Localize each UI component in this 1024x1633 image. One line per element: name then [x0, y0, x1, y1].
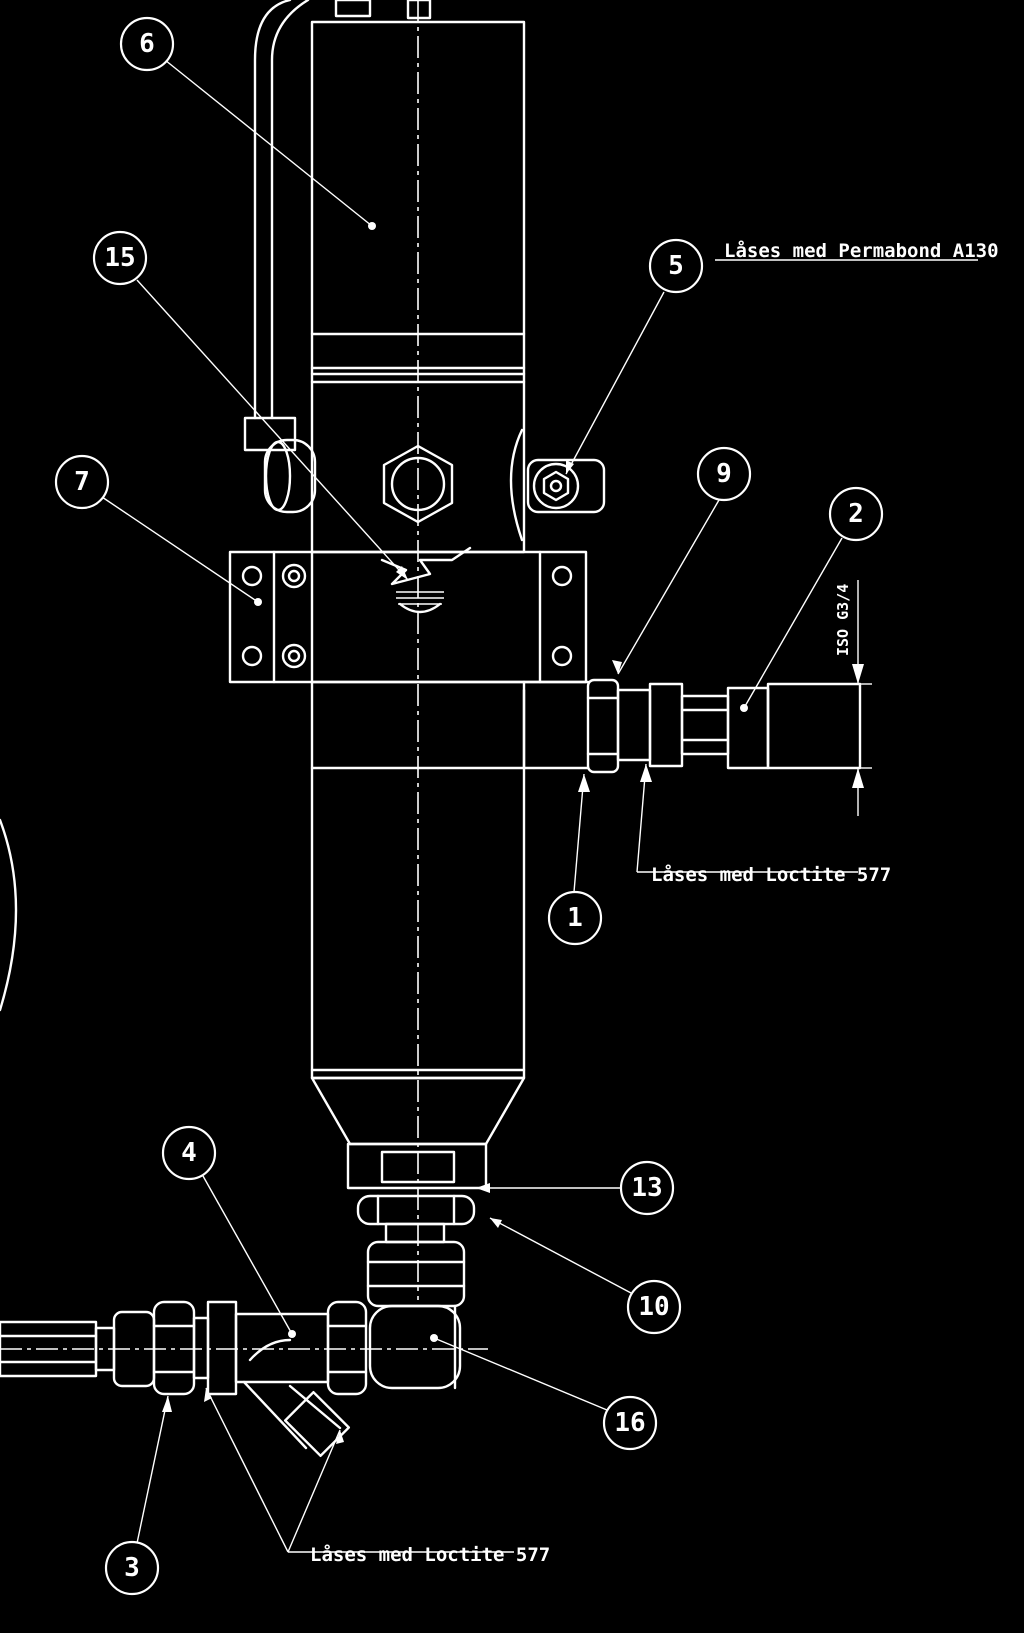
balloon-3: 3: [104, 1540, 160, 1596]
note-permabond: Låses med Permabond A130: [724, 238, 999, 262]
balloon-9: 9: [696, 446, 752, 502]
balloon-15: 15: [92, 230, 148, 286]
balloon-2: 2: [828, 486, 884, 542]
balloon-16: 16: [602, 1395, 658, 1451]
balloon-7: 7: [54, 454, 110, 510]
balloon-5-label: 5: [668, 251, 684, 281]
balloon-13-label: 13: [631, 1173, 662, 1203]
leader-lines: [101, 59, 978, 1553]
balloon-10: 10: [626, 1279, 682, 1335]
hex-plug: [382, 444, 454, 524]
dimension-thread: ISO G3/4: [834, 580, 872, 816]
bottom-fittings: [356, 1194, 476, 1390]
balloon-2-label: 2: [848, 499, 864, 529]
balloon-9-label: 9: [716, 459, 732, 489]
balloon-15-label: 15: [104, 243, 135, 273]
strainer-assembly: [0, 1300, 368, 1458]
balloon-4: 4: [161, 1125, 217, 1181]
balloon-10-label: 10: [638, 1292, 669, 1322]
lower-body: [310, 680, 590, 1190]
bracket: [228, 546, 588, 684]
note-loctite-bottom: Låses med Loctite 577: [310, 1542, 550, 1566]
gauge-knob: [263, 438, 317, 514]
balloon-1: 1: [547, 890, 603, 946]
balloon-3-label: 3: [124, 1553, 140, 1583]
balloon-7-label: 7: [74, 467, 90, 497]
leader-terminators: [162, 222, 748, 1444]
arc-fragment: [0, 818, 18, 1012]
balloon-6-label: 6: [139, 29, 155, 59]
thread-spec: ISO G3/4: [834, 584, 852, 656]
center-lines: [0, 0, 488, 1350]
balloon-1-label: 1: [567, 903, 583, 933]
balloon-4-label: 4: [181, 1138, 197, 1168]
outlet-fitting: [586, 678, 862, 774]
balloon-6: 6: [119, 16, 175, 72]
note-loctite-right: Låses med Loctite 577: [651, 862, 891, 886]
balloon-13: 13: [619, 1160, 675, 1216]
balloon-16-label: 16: [614, 1408, 645, 1438]
balloon-5: 5: [648, 238, 704, 294]
